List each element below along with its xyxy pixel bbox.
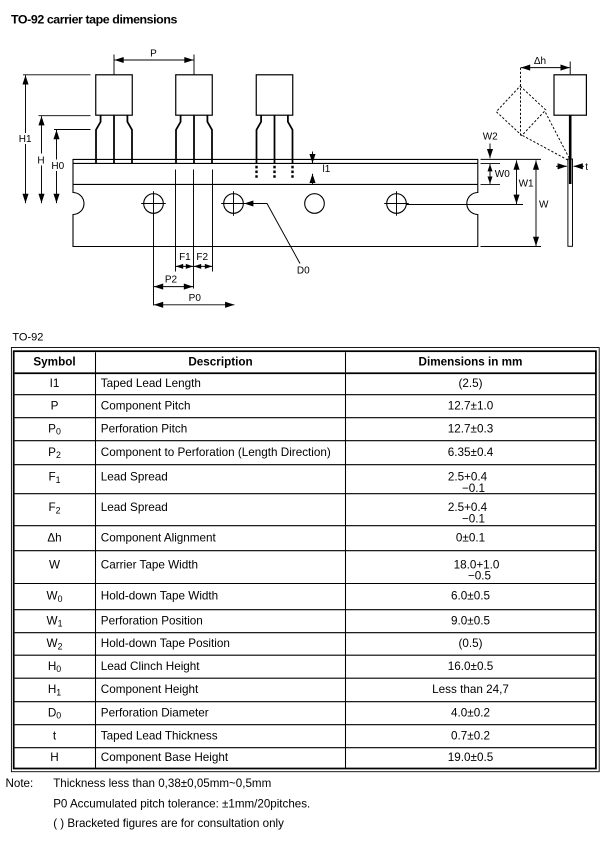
svg-text:Lead Spread: Lead Spread bbox=[101, 470, 168, 483]
svg-text:2.5+0.4: 2.5+0.4 bbox=[448, 470, 488, 483]
svg-text:F2: F2 bbox=[48, 501, 60, 515]
svg-text:F2: F2 bbox=[196, 252, 208, 263]
svg-text:Component to Perforation (Leng: Component to Perforation (Length Directi… bbox=[101, 446, 331, 459]
svg-text:9.0±0.5: 9.0±0.5 bbox=[451, 614, 490, 627]
svg-text:Hold-down Tape Position: Hold-down Tape Position bbox=[101, 637, 230, 650]
svg-text:Symbol: Symbol bbox=[33, 356, 75, 369]
svg-text:−0.1: −0.1 bbox=[462, 512, 485, 525]
svg-text:TO-92: TO-92 bbox=[12, 331, 43, 343]
svg-text:Component Alignment: Component Alignment bbox=[101, 531, 217, 544]
svg-text:H0: H0 bbox=[48, 660, 61, 674]
svg-text:H: H bbox=[50, 751, 58, 764]
svg-text:Component Pitch: Component Pitch bbox=[101, 399, 191, 412]
svg-text:( ) Bracketed figures are for: ( ) Bracketed figures are for consultati… bbox=[53, 817, 284, 830]
svg-text:P0: P0 bbox=[189, 293, 202, 304]
svg-text:Lead Spread: Lead Spread bbox=[101, 501, 168, 514]
svg-text:−0.1: −0.1 bbox=[462, 482, 485, 495]
svg-text:Component Height: Component Height bbox=[101, 683, 199, 696]
svg-text:Perforation Diameter: Perforation Diameter bbox=[101, 706, 209, 719]
svg-text:0±0.1: 0±0.1 bbox=[456, 531, 485, 544]
svg-text:I1: I1 bbox=[50, 377, 60, 390]
svg-text:12.7±0.3: 12.7±0.3 bbox=[448, 422, 493, 435]
svg-text:W2: W2 bbox=[483, 131, 498, 142]
svg-text:0.7±0.2: 0.7±0.2 bbox=[451, 729, 490, 742]
svg-text:H1: H1 bbox=[48, 683, 61, 697]
svg-text:D0: D0 bbox=[48, 706, 61, 720]
svg-text:4.0±0.2: 4.0±0.2 bbox=[451, 706, 490, 719]
svg-text:−0.5: −0.5 bbox=[468, 570, 492, 583]
svg-text:W2: W2 bbox=[47, 637, 63, 651]
svg-text:l1: l1 bbox=[323, 164, 331, 175]
svg-text:Component Base Height: Component Base Height bbox=[101, 751, 229, 764]
svg-text:Hold-down Tape Width: Hold-down Tape Width bbox=[101, 590, 218, 603]
svg-text:Less than 24,7: Less than 24,7 bbox=[432, 683, 509, 696]
svg-text:F1: F1 bbox=[179, 252, 191, 263]
svg-text:P2: P2 bbox=[48, 446, 61, 460]
svg-text:19.0±0.5: 19.0±0.5 bbox=[448, 751, 494, 764]
svg-text:18.0+1.0: 18.0+1.0 bbox=[454, 558, 500, 571]
svg-text:Δh: Δh bbox=[534, 56, 546, 67]
svg-text:P2: P2 bbox=[165, 275, 178, 286]
svg-text:H0: H0 bbox=[51, 161, 64, 172]
svg-text:Carrier Tape Width: Carrier Tape Width bbox=[101, 558, 198, 571]
svg-text:Perforation Position: Perforation Position bbox=[101, 614, 203, 627]
svg-text:H1: H1 bbox=[19, 134, 32, 145]
svg-text:H: H bbox=[37, 155, 44, 166]
svg-text:W1: W1 bbox=[47, 614, 63, 628]
svg-text:Δh: Δh bbox=[47, 531, 61, 544]
svg-text:P0 Accumulated pitch tolerance: P0 Accumulated pitch tolerance: ±1mm/20p… bbox=[53, 798, 310, 811]
svg-text:2.5+0.4: 2.5+0.4 bbox=[448, 501, 488, 514]
svg-text:Dimensions in mm: Dimensions in mm bbox=[419, 356, 523, 369]
svg-text:t: t bbox=[585, 162, 588, 173]
svg-text:Taped Lead Thickness: Taped Lead Thickness bbox=[101, 729, 218, 742]
svg-text:(0.5): (0.5) bbox=[458, 637, 482, 650]
svg-text:16.0±0.5: 16.0±0.5 bbox=[448, 660, 494, 673]
svg-text:F1: F1 bbox=[48, 470, 60, 484]
svg-text:TO-92 carrier tape dimensions: TO-92 carrier tape dimensions bbox=[11, 13, 177, 27]
svg-text:W0: W0 bbox=[47, 590, 63, 604]
svg-text:Description: Description bbox=[188, 356, 252, 369]
svg-text:6.35±0.4: 6.35±0.4 bbox=[448, 446, 494, 459]
svg-text:W: W bbox=[49, 558, 60, 571]
svg-text:(2.5): (2.5) bbox=[458, 377, 482, 390]
svg-text:Perforation Pitch: Perforation Pitch bbox=[101, 422, 187, 435]
svg-text:W0: W0 bbox=[495, 169, 510, 180]
svg-text:P0: P0 bbox=[48, 422, 61, 436]
svg-text:12.7±1.0: 12.7±1.0 bbox=[448, 399, 494, 412]
svg-text:Note:: Note: bbox=[6, 777, 34, 790]
svg-text:W1: W1 bbox=[519, 179, 534, 190]
svg-text:Thickness less than 0,38±0,05m: Thickness less than 0,38±0,05mm~0,5mm bbox=[53, 777, 271, 790]
svg-text:D0: D0 bbox=[297, 266, 310, 277]
svg-text:t: t bbox=[53, 729, 57, 742]
svg-text:W: W bbox=[539, 199, 549, 210]
svg-text:P: P bbox=[150, 49, 157, 60]
svg-text:P: P bbox=[51, 399, 59, 412]
svg-text:Taped Lead Length: Taped Lead Length bbox=[101, 377, 201, 390]
svg-text:Lead Clinch Height: Lead Clinch Height bbox=[101, 660, 201, 673]
svg-text:6.0±0.5: 6.0±0.5 bbox=[451, 590, 490, 603]
